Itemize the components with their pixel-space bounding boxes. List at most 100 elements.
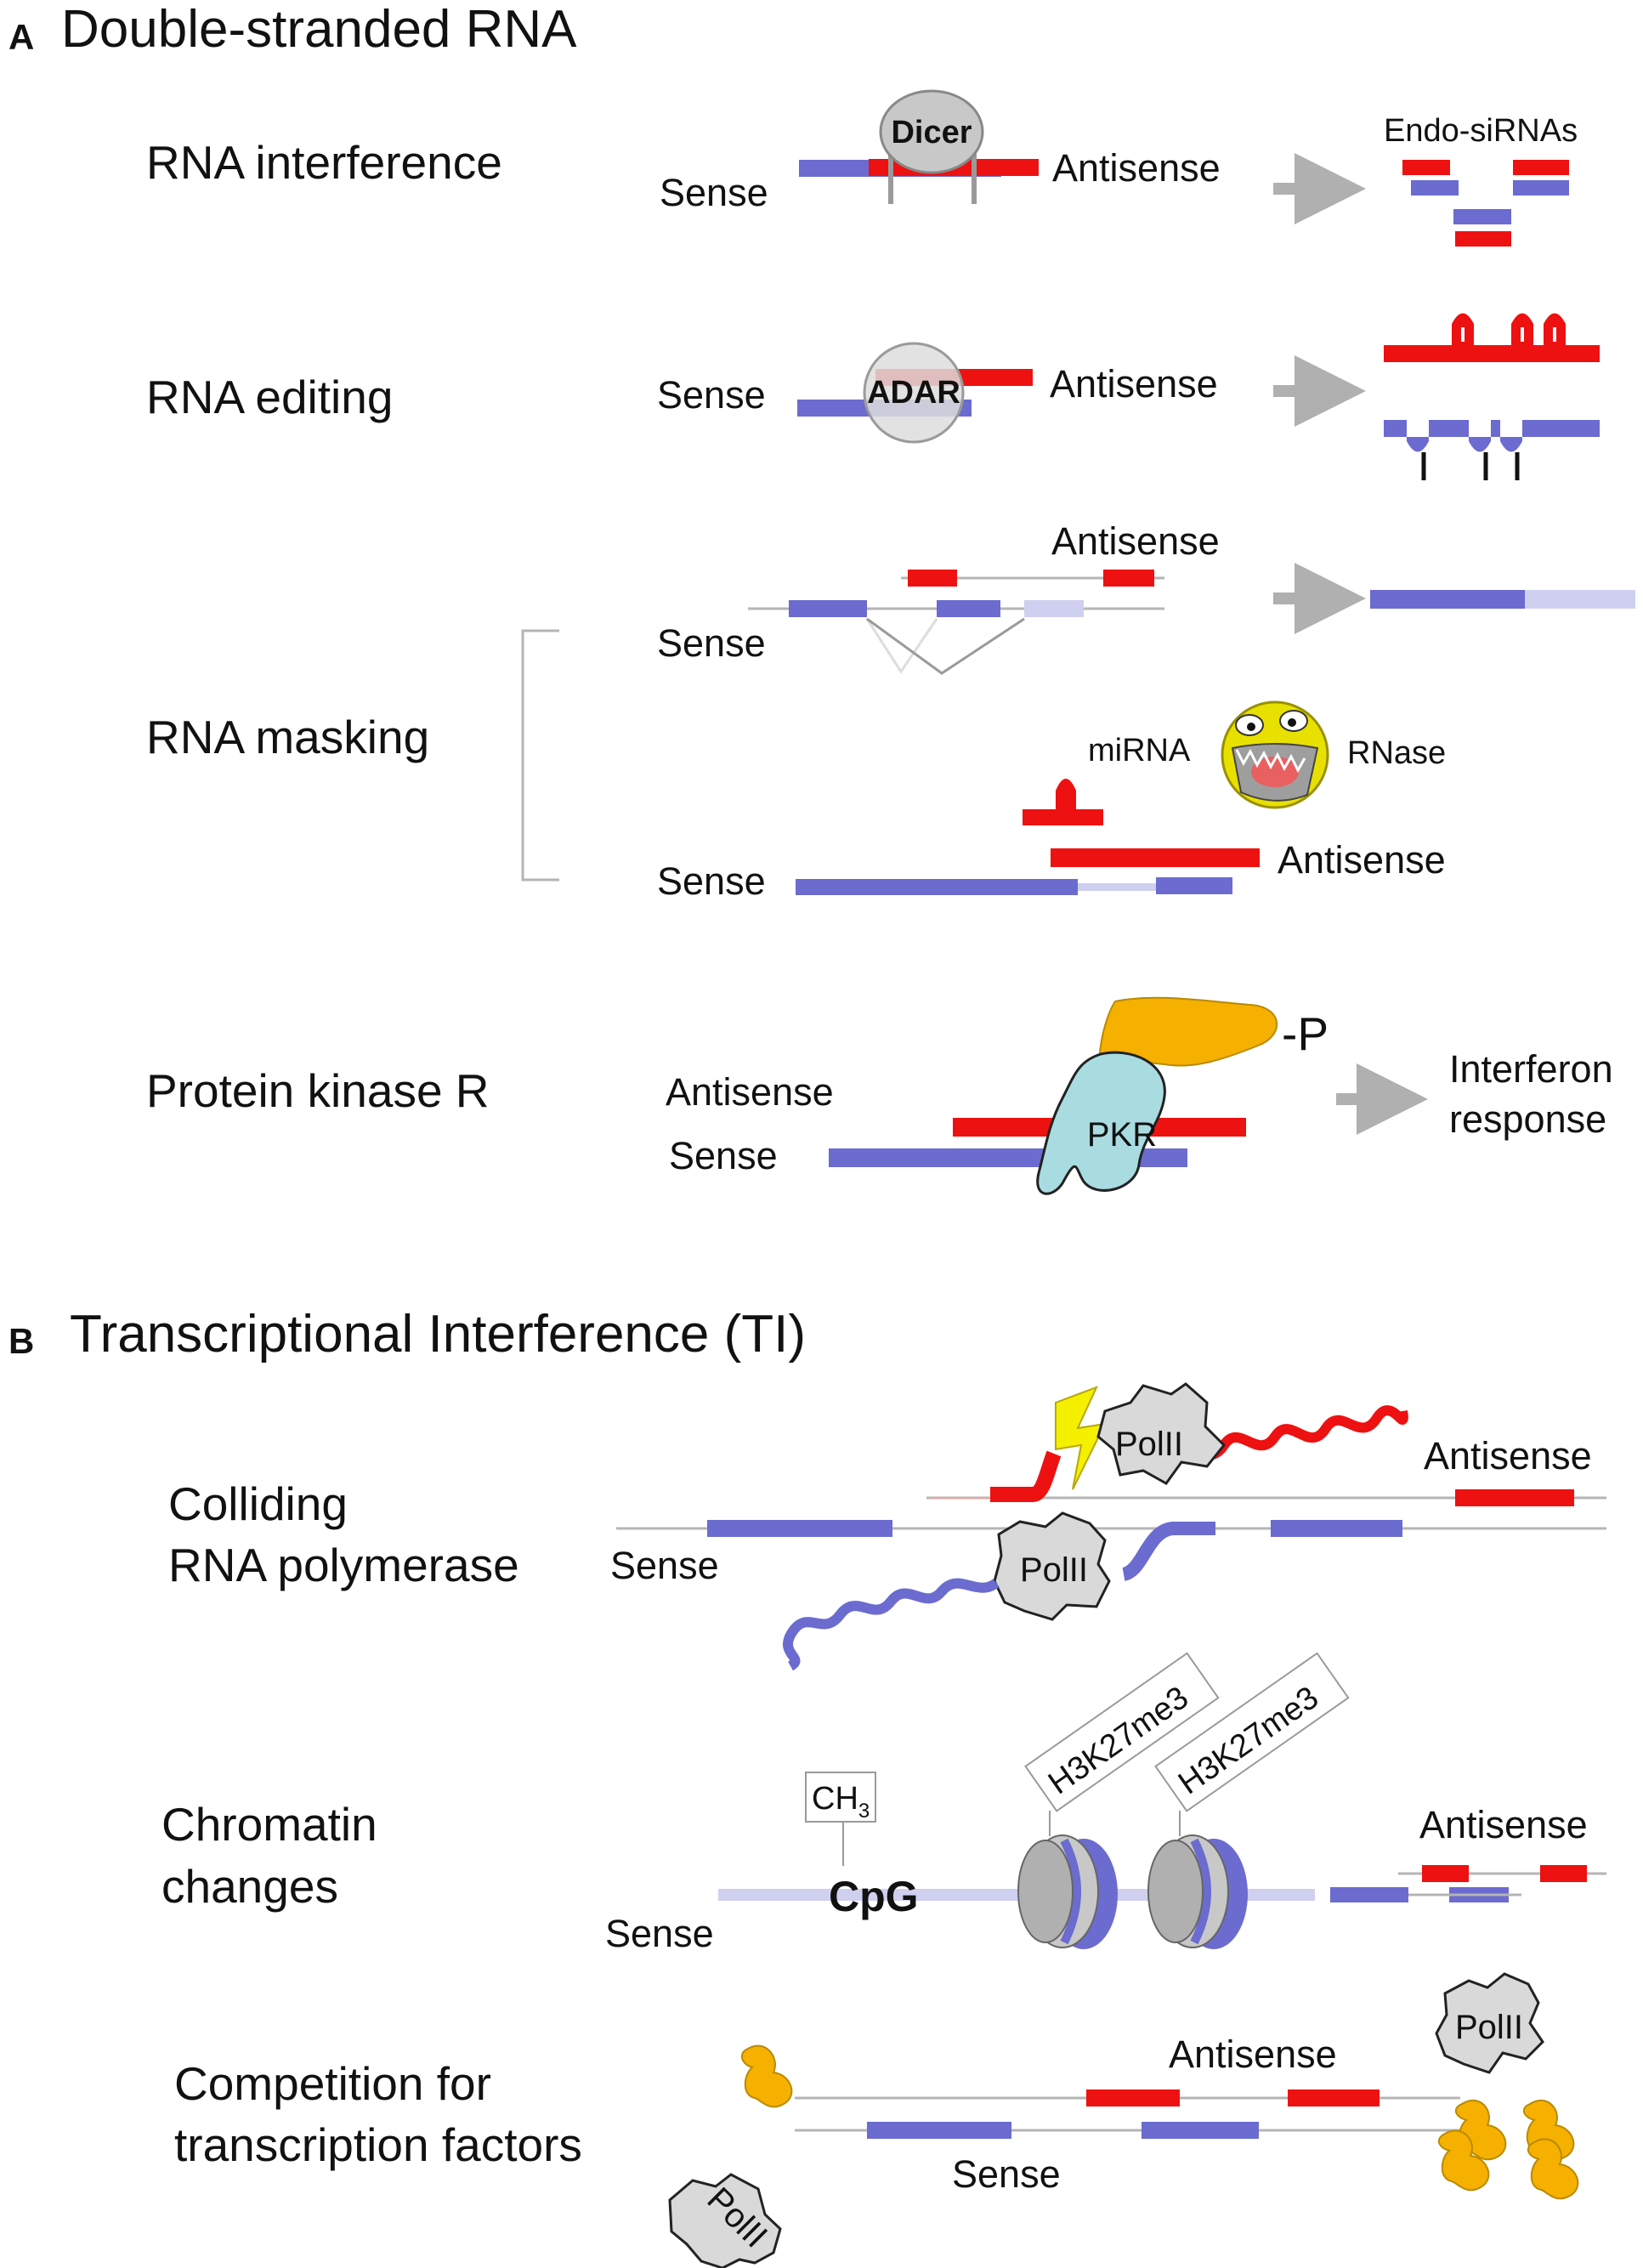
panel-a: A Double-stranded RNA RNA interference D… xyxy=(8,0,1635,1195)
competition-title-line2: transcription factors xyxy=(174,2118,582,2171)
masking-sense-exon-2 xyxy=(937,600,1000,617)
sirna-blue-2 xyxy=(1513,180,1569,196)
methyl-box xyxy=(805,1772,876,1823)
masking-antisense-bottom-label: Antisense xyxy=(1278,838,1446,882)
competition-antisense-exon-2 xyxy=(1288,2089,1380,2106)
pkr-title: Protein kinase R xyxy=(146,1064,490,1117)
sirna-red-1 xyxy=(1402,160,1450,175)
panel-a-letter: A xyxy=(8,17,34,57)
polii-bottom-label: PolII xyxy=(1020,1551,1088,1589)
interferon-line1: Interferon xyxy=(1449,1047,1613,1091)
polii-top-shape xyxy=(1096,1382,1227,1485)
panel-b-title: Transcriptional Interference (TI) xyxy=(70,1305,806,1364)
chromatin-antisense-label: Antisense xyxy=(1419,1803,1588,1846)
mirna-label: miRNA xyxy=(1088,733,1191,768)
polii-bottom-shape xyxy=(993,1511,1111,1621)
masking-sense-top-label: Sense xyxy=(657,621,766,665)
chromatin-antisense-exon-1 xyxy=(1422,1865,1469,1882)
masking-product-exon-dark xyxy=(1370,590,1525,609)
dicer-label: Dicer xyxy=(891,115,972,150)
tf-left-shape xyxy=(740,2044,793,2108)
edited-antisense-strand xyxy=(1384,313,1600,362)
phospho-label: -P xyxy=(1282,1007,1329,1060)
competition-sense-exon-1 xyxy=(867,2122,1011,2139)
pkr-antisense-label: Antisense xyxy=(666,1070,834,1114)
adar-enzyme-shape xyxy=(863,342,965,444)
masking-antisense-exon-2 xyxy=(1103,570,1154,587)
panel-b-letter: B xyxy=(8,1321,34,1361)
polii-right-label: PolII xyxy=(1455,2009,1523,2046)
editing-sense-label: Sense xyxy=(657,373,766,417)
sense-transcript-wave xyxy=(783,1578,1000,1671)
masking-sense-bottom-intron xyxy=(1078,883,1156,891)
colliding-section: Colliding RNA polymerase Antisense Sense… xyxy=(168,1382,1606,1671)
colliding-antisense-exon xyxy=(1455,1489,1574,1506)
colliding-sense-exon-2 xyxy=(1271,1520,1402,1537)
masking-antisense-exon-1 xyxy=(908,570,957,587)
chromatin-section: Chromatin changes Antisense Sense CH3 Cp… xyxy=(161,1652,1606,1955)
polii-right-shape xyxy=(1435,1972,1544,2074)
masking-title: RNA masking xyxy=(146,711,429,763)
rna-interference-section: RNA interference Dicer Sense Antisense E… xyxy=(146,89,1578,247)
editing-title: RNA editing xyxy=(146,371,393,423)
colliding-sense-label: Sense xyxy=(610,1544,719,1587)
nucleosome-1 xyxy=(1017,1811,1118,1949)
sirna-blue-3 xyxy=(1453,209,1511,224)
sense-transcript-start xyxy=(1121,1522,1215,1581)
rnase-label: RNase xyxy=(1347,735,1446,771)
tf-right-shape-2 xyxy=(1437,2129,1490,2191)
masking-sense-exon-3 xyxy=(1024,600,1084,617)
competition-section: Competition for transcription factors An… xyxy=(174,1972,1579,2268)
sirna-red-3 xyxy=(1455,231,1511,247)
panel-b: B Transcriptional Interference (TI) Coll… xyxy=(8,1305,1606,2268)
tf-right-shape-4 xyxy=(1527,2138,1579,2200)
competition-antisense-exon-1 xyxy=(1086,2089,1180,2106)
collision-lightning-icon xyxy=(1055,1386,1107,1490)
competition-antisense-label: Antisense xyxy=(1169,2033,1337,2076)
colliding-antisense-label: Antisense xyxy=(1424,1434,1592,1477)
cpg-label: CpG xyxy=(829,1873,919,1920)
panel-a-title: Double-stranded RNA xyxy=(61,0,577,59)
methyl-label: CH3 xyxy=(812,1781,870,1823)
polii-left-shape xyxy=(668,2173,782,2268)
rnai-antisense-label: Antisense xyxy=(1052,146,1221,190)
pkr-sense-label: Sense xyxy=(669,1134,778,1177)
chromatin-sense-label: Sense xyxy=(605,1912,714,1955)
masking-sense-bottom-label: Sense xyxy=(657,859,766,903)
competition-sense-label: Sense xyxy=(952,2152,1061,2196)
polii-top-label: PolII xyxy=(1115,1426,1183,1463)
masking-sense-bottom-exon-1 xyxy=(796,879,1078,895)
competition-title-line1: Competition for xyxy=(174,2057,491,2110)
mirna-shape xyxy=(1023,779,1103,825)
pkr-enzyme-shape xyxy=(1036,1051,1166,1195)
nucleosome-2 xyxy=(1147,1811,1248,1949)
chromatin-title-line2: changes xyxy=(161,1860,338,1913)
colliding-title-line1: Colliding xyxy=(168,1477,348,1530)
sirna-red-2 xyxy=(1513,160,1569,175)
interferon-line2: response xyxy=(1449,1097,1606,1141)
edited-sense-strand xyxy=(1384,420,1600,452)
chromatin-antisense-exon-2 xyxy=(1540,1865,1587,1882)
masking-sense-bottom-exon-2 xyxy=(1156,877,1232,894)
antisense-transcript-start xyxy=(990,1450,1062,1502)
editing-antisense-label: Antisense xyxy=(1050,362,1218,405)
masking-product-exon-light xyxy=(1525,590,1635,609)
splice-arc-dark xyxy=(866,617,1025,675)
masking-antisense-bottom-strand xyxy=(1051,848,1260,867)
rnase-icon xyxy=(1221,700,1329,809)
rna-masking-section: RNA masking Antisense Sense miRNA xyxy=(146,519,1635,903)
masking-sense-exon-1 xyxy=(789,600,867,617)
chromatin-title-line1: Chromatin xyxy=(161,1798,377,1851)
sirna-blue-1 xyxy=(1411,180,1459,196)
dicer-enzyme-shape xyxy=(879,89,984,174)
rnai-sense-label: Sense xyxy=(660,171,768,214)
colliding-sense-exon-1 xyxy=(707,1520,892,1537)
competition-sense-exon-2 xyxy=(1142,2122,1259,2139)
rnai-title: RNA interference xyxy=(146,136,502,189)
splice-arc-light xyxy=(865,618,938,674)
colliding-title-line2: RNA polymerase xyxy=(168,1539,519,1591)
rna-editing-section: RNA editing ADAR Sense Antisense xyxy=(146,313,1600,480)
pkr-section: Protein kinase R Antisense Sense PKR -P … xyxy=(146,996,1613,1195)
masking-bracket xyxy=(521,629,559,882)
